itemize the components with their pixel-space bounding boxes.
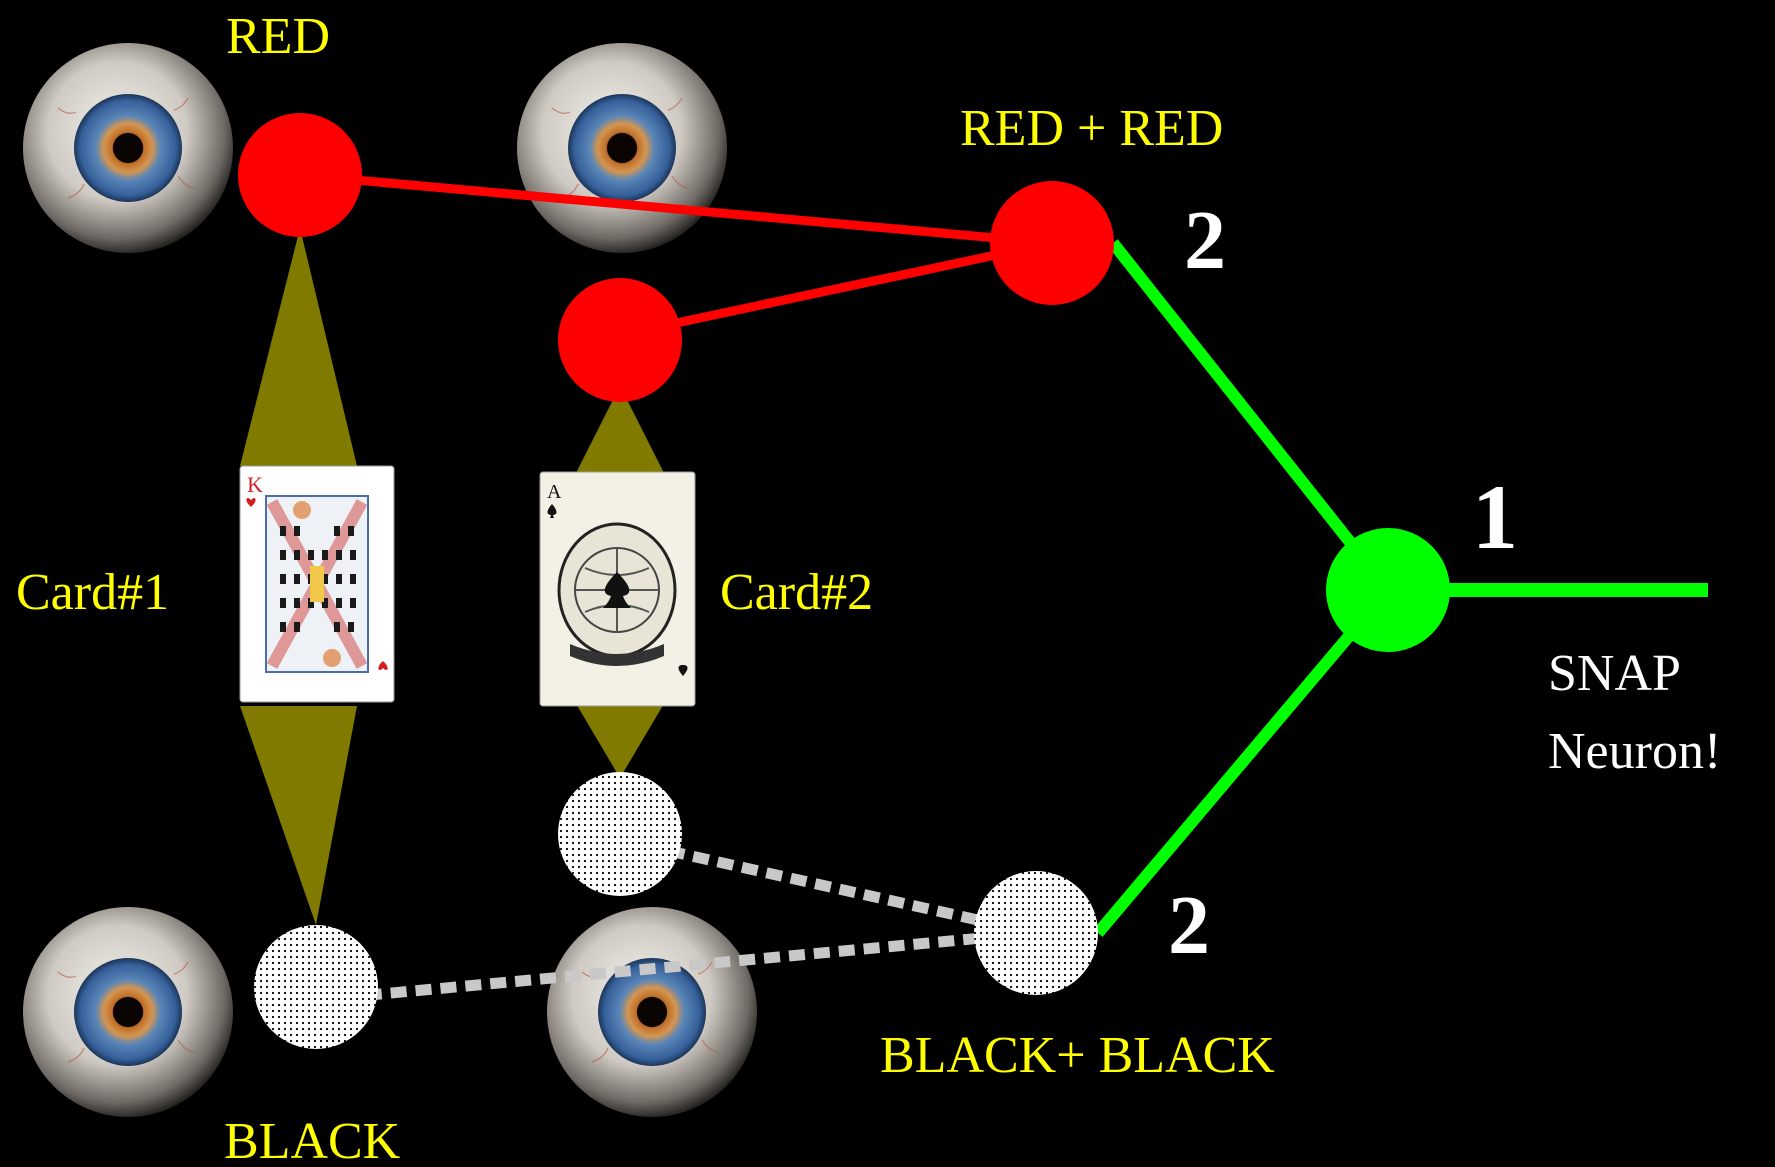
- king-of-hearts-card-icon: K: [239, 465, 395, 703]
- snap-neuron: [1326, 528, 1450, 652]
- label-black-plus-black: BLACK+ BLACK: [880, 1027, 1275, 1084]
- card2-rank: A: [547, 481, 562, 503]
- red-plus-red-neuron: [990, 181, 1114, 305]
- black-link-1: [315, 927, 1037, 1006]
- weight-red-pair: 2: [1184, 194, 1226, 287]
- red-link-1: [299, 170, 1053, 248]
- card1-lower-cone: [240, 706, 357, 925]
- eyeball-icon: [23, 43, 233, 253]
- label-card2: Card#2: [720, 564, 873, 621]
- red-neuron-card2: [558, 278, 682, 402]
- black-plus-black-neuron: [974, 871, 1098, 995]
- ace-of-spades-card-icon: A: [539, 471, 696, 707]
- weight-snap: 1: [1472, 466, 1518, 568]
- black-neuron-card1: [254, 925, 378, 1049]
- label-card1: Card#1: [16, 564, 169, 621]
- red-link-2: [619, 238, 1053, 340]
- card2-lower-cone: [575, 702, 665, 778]
- eyeball-icon: [547, 907, 757, 1117]
- label-red-plus-red: RED + RED: [960, 100, 1223, 157]
- label-snap: SNAP: [1548, 645, 1681, 702]
- green-link-bottom: [1093, 586, 1393, 937]
- card2-upper-cone: [575, 386, 665, 475]
- black-neuron-card2: [558, 772, 682, 896]
- weight-black-pair: 2: [1168, 879, 1210, 972]
- eyeball-icon: [517, 43, 727, 253]
- label-neuron: Neuron!: [1548, 723, 1721, 780]
- label-black: BLACK: [224, 1113, 401, 1167]
- eyeball-icon: [23, 907, 233, 1117]
- green-link-top: [1108, 239, 1393, 594]
- card1-upper-cone: [240, 228, 357, 466]
- red-neuron-card1: [238, 113, 362, 237]
- black-link-2: [618, 834, 1038, 939]
- card1-rank: K: [247, 472, 263, 497]
- label-red: RED: [226, 8, 330, 65]
